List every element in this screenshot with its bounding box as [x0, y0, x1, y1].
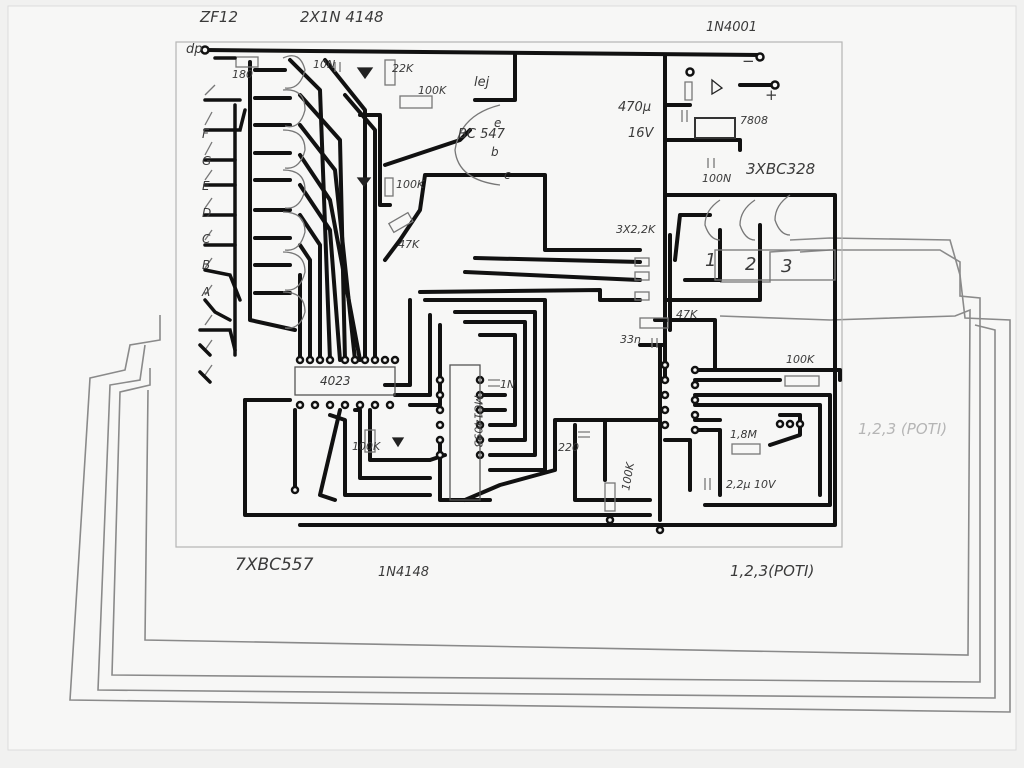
r180-label: 180 — [232, 68, 253, 81]
rectifier-label: 1N4001 — [706, 20, 758, 35]
r100k-right-label: 100K — [786, 353, 815, 366]
minus-label: − — [742, 52, 755, 70]
bc547-label: BC 547 — [458, 127, 505, 142]
c22u-label: 2,2µ 10V — [726, 478, 776, 491]
switch-traces — [198, 56, 247, 384]
c470u-voltage-label: 16V — [628, 126, 654, 141]
transistors-label: 7XBC557 — [235, 555, 314, 575]
pin-label: e — [494, 116, 502, 130]
c100n-label: 100N — [702, 172, 732, 185]
pencil-wire-loops — [69, 237, 1011, 713]
bc328-label: 3XBC328 — [746, 160, 816, 178]
board-outline — [175, 41, 843, 548]
r47k-right-label: 47K — [676, 308, 698, 321]
r22k-label: 22K — [392, 62, 414, 75]
pcb-traces — [203, 48, 842, 527]
pencil-components — [204, 55, 836, 512]
diode-bottom-label: 1N4148 — [378, 565, 430, 580]
pin-label: b — [491, 145, 499, 159]
segment-label: B — [202, 258, 211, 272]
c1n-label: 1N — [500, 378, 516, 391]
r32k-label: 3X2,2K — [616, 223, 656, 236]
segment-label: D — [202, 206, 212, 220]
transistor-number: 2 — [745, 254, 757, 275]
zener-label: ZF12 — [200, 8, 238, 26]
poti-label: 1,2,3(POTI) — [730, 562, 815, 580]
poti-right-label: 1,2,3 (POTI) — [858, 420, 948, 438]
segment-label: G — [202, 154, 212, 168]
r47k-label: 47K — [398, 238, 420, 251]
c220-label: 220 — [558, 441, 579, 454]
reg7808-label: 7808 — [740, 114, 768, 127]
segment-label: F — [202, 127, 209, 141]
plus-label: + — [765, 86, 778, 104]
segment-label: A — [202, 285, 211, 299]
r100k-left-label: 100K — [352, 440, 381, 453]
pin-label: c — [504, 168, 511, 182]
r100k-mid-label: 100K — [396, 178, 425, 191]
transistor-number: 1 — [705, 250, 717, 271]
c10n-label: 10N — [313, 58, 336, 71]
c470u-label: 470µ — [618, 100, 652, 115]
led-label: lej — [474, 75, 490, 90]
segment-label: C — [202, 232, 211, 246]
ic4093-label: MC14093 — [471, 395, 485, 448]
r1m8-label: 1,8M — [730, 428, 757, 441]
r100k-top-label: 100K — [418, 84, 447, 97]
diodes-label: 2X1N 4148 — [300, 8, 384, 26]
ic4023-label: 4023 — [320, 374, 351, 388]
dp-label: dp — [186, 42, 203, 57]
segment-label: E — [202, 179, 210, 193]
transistor-number: 3 — [781, 256, 793, 277]
c33n-label: 33n — [620, 333, 641, 346]
